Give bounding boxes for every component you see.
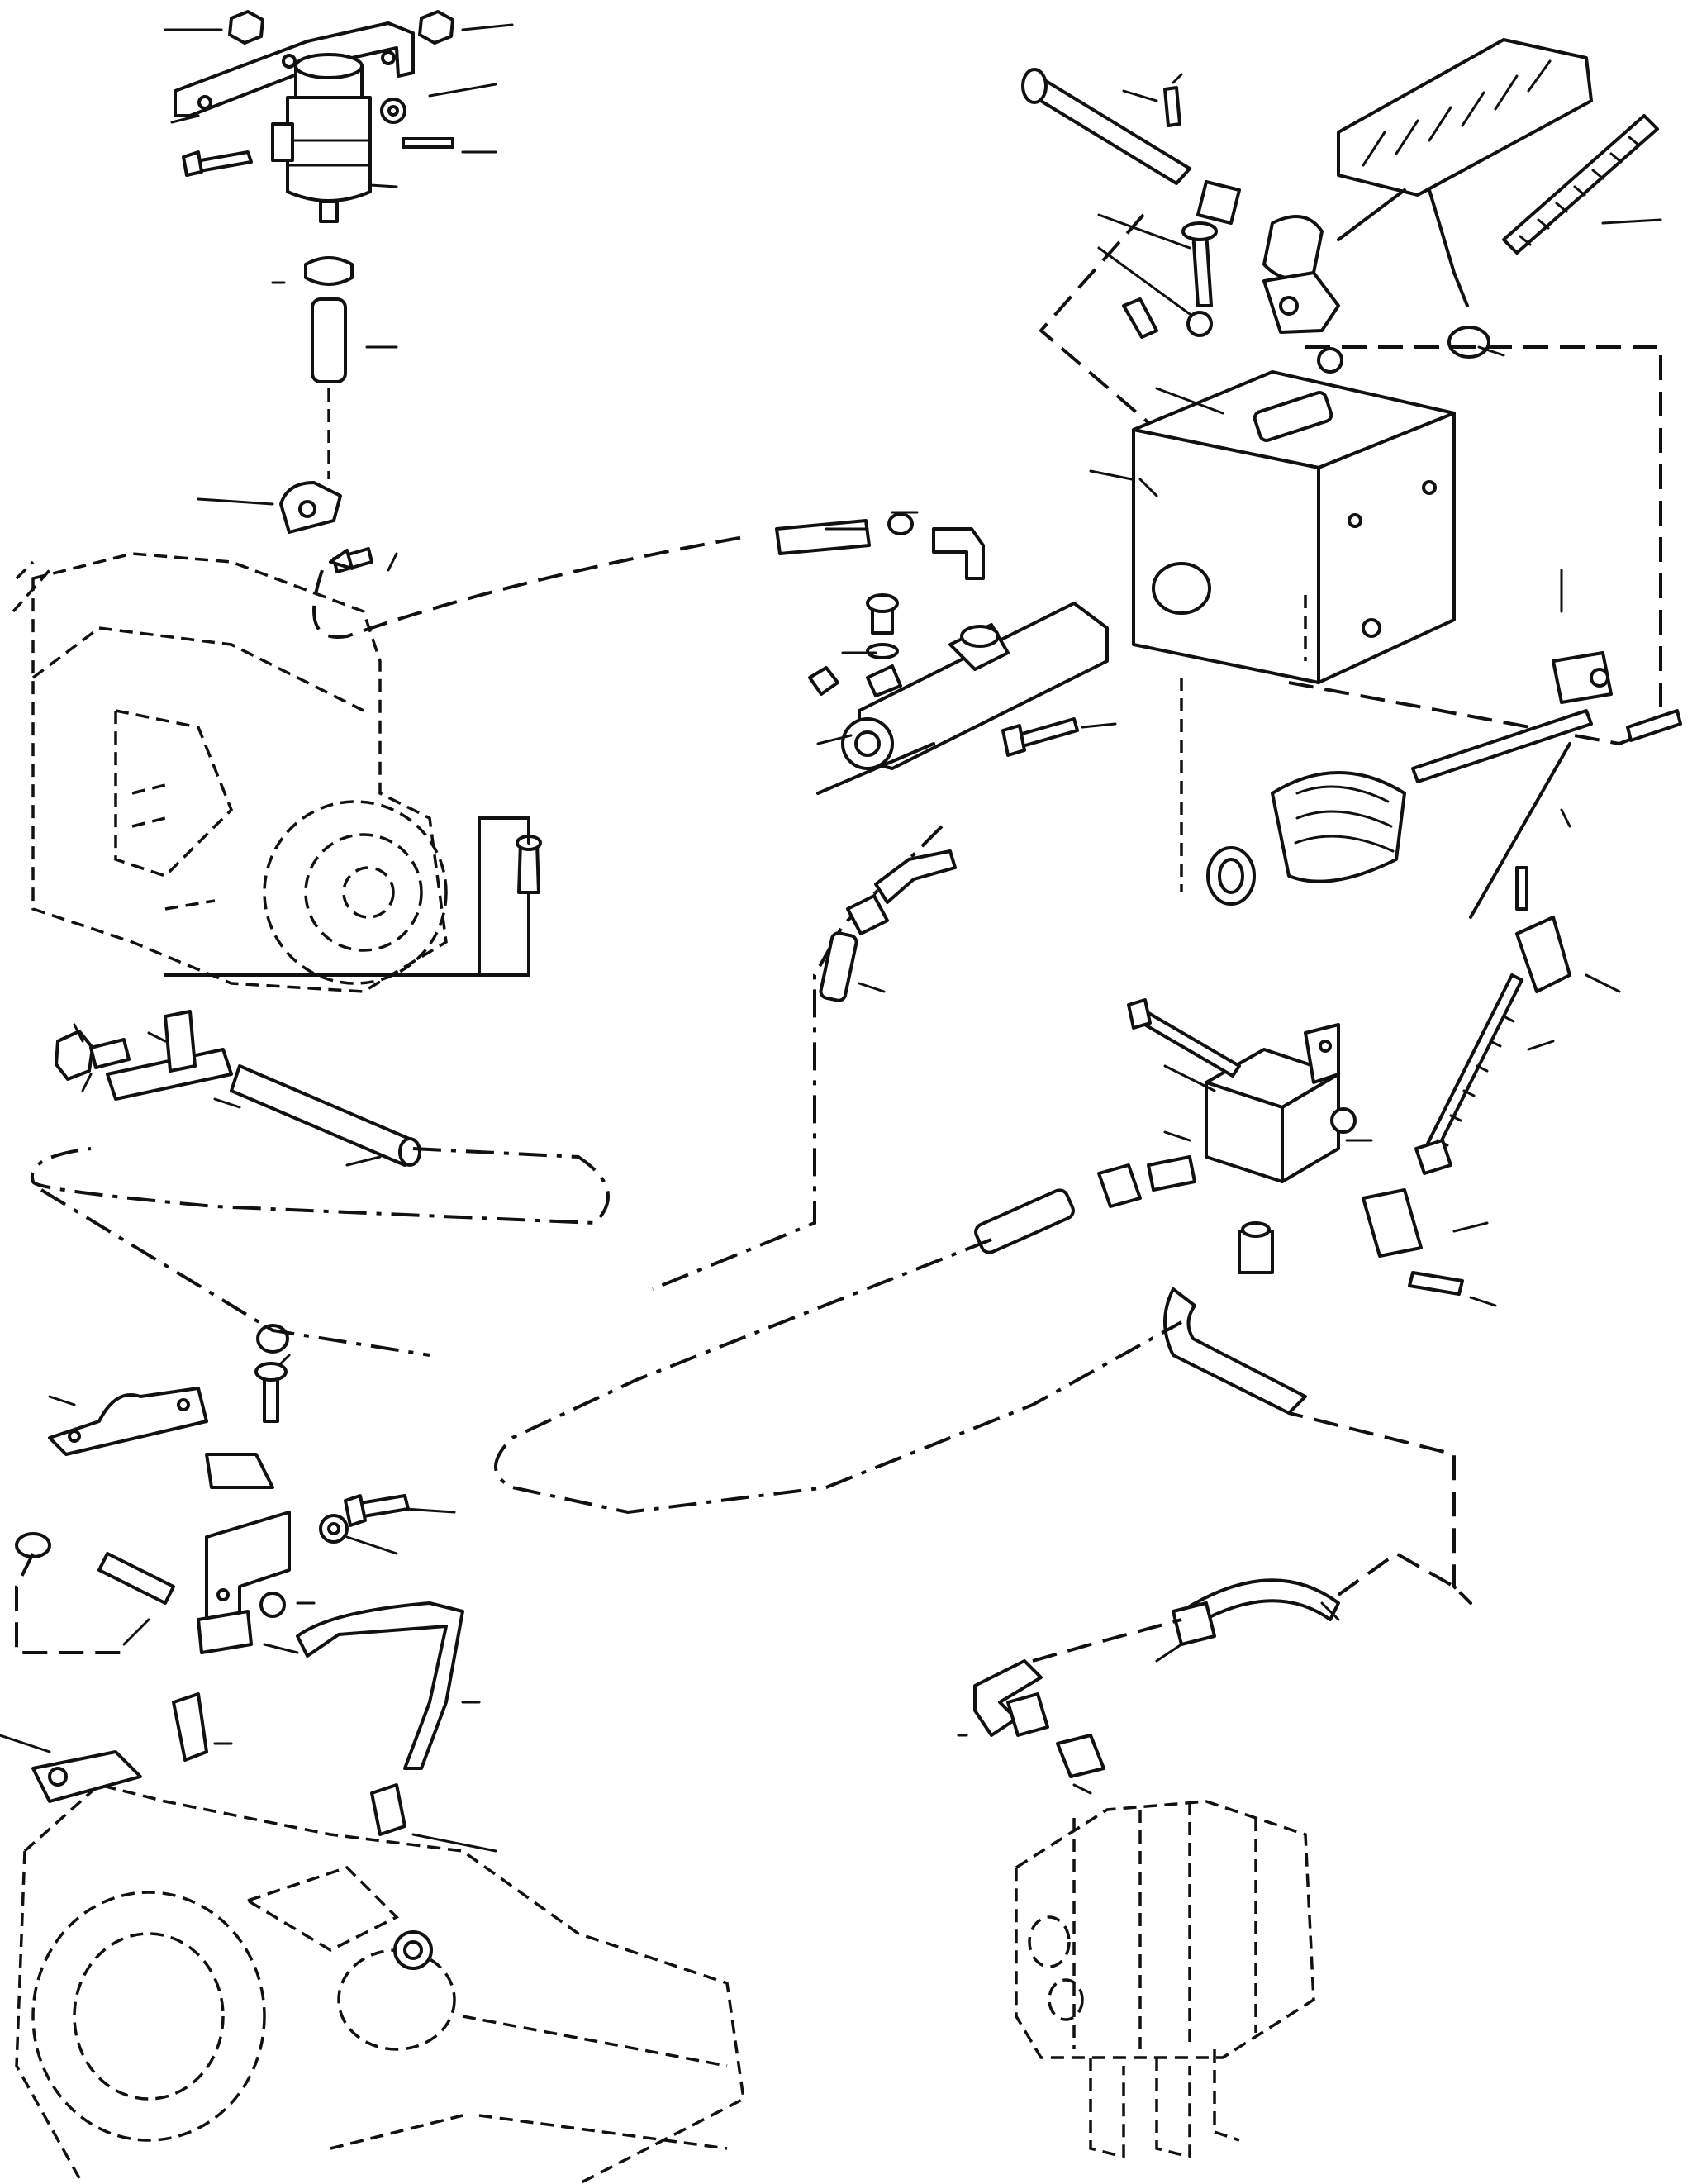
elbow-fitting [932,527,985,580]
bracket-bolt-right [402,137,454,149]
stop-bolt [1122,297,1158,339]
inlet-nut [1097,1163,1142,1208]
hose-clamp-small [887,512,914,535]
pipe-loop [296,1601,464,1770]
pedal-pad [1337,38,1593,197]
control-valve-bank [973,1411,1472,2159]
fitting-union [370,1783,406,1836]
hose-clamp [304,256,354,286]
outlet-tube [819,931,858,1002]
fluid-reservoir [174,10,744,639]
pipe-tee [197,1610,253,1654]
pivot-pin [1163,86,1181,127]
transfer-hose [775,519,871,555]
valve-elbow [973,1659,1043,1737]
adapter-fitting [1056,1734,1105,1778]
callout-leaders [0,23,1662,1853]
brake-hose-right [1163,1287,1307,1415]
valve-supply-line [494,1238,1182,1515]
flex-hose [1180,1578,1340,1630]
reservoir-hose [311,297,347,383]
outlet-nut [846,894,889,935]
valve-nut-hex [1006,1692,1049,1737]
valve-bank-route [1032,1411,1472,1663]
pedal-link-plate [1262,271,1340,334]
transmission-hose [230,1064,415,1167]
sealing-washer [866,643,899,659]
pedal-bracket-outline [1039,213,1662,727]
bracket-box-side [1317,412,1456,684]
nut [228,10,264,45]
switch-wire [478,816,530,977]
yoke-pin [1626,709,1682,742]
inlet-fitting [1147,1155,1196,1192]
bellows-boot [1206,771,1406,906]
push-rod [1411,709,1593,783]
bracket-bore [1152,562,1211,615]
cylinder-outlet-line [652,825,944,1291]
return-spring [1502,114,1659,255]
pivot-bolt [1191,230,1213,307]
brake-pipe [97,1552,175,1605]
valve-nut [1330,1107,1357,1134]
reservoir-body [286,96,372,202]
transmission-housing [12,552,610,1357]
axle-lever [31,1750,142,1803]
brake-valve-block [494,998,1357,1515]
reservoir-strap [271,122,294,162]
bracket-box-front [1132,428,1320,684]
saddle-clamp [48,1387,208,1456]
bleeder-screw [866,664,902,697]
clevis [1515,916,1571,993]
mounting-bolt [1015,717,1079,749]
inlet-tube [974,1188,1075,1254]
fitting-hex [808,666,839,696]
valve-block-side [1281,1073,1340,1183]
cotter-pin [1515,866,1528,911]
housing-outline [31,552,448,993]
pedal-bracket-box [1132,370,1661,892]
axle-bracket-group [15,1324,464,1836]
outlet-elbow [874,849,957,904]
hose-loop-route [30,1147,610,1225]
reservoir-line-route [312,535,744,639]
valve-bank-outline [1015,1800,1315,2059]
linkage-rod [1362,651,1682,1296]
elbow-45 [172,1692,208,1762]
pedal-bushing [1196,180,1241,225]
spring-anchor [1447,326,1490,359]
pedal-arm [1337,188,1469,307]
pedal-hub [1262,215,1324,280]
boot-body [1271,771,1406,883]
brake-pedal [1021,38,1662,727]
adjust-rod [1419,973,1523,1163]
line-clip [279,481,342,534]
bracket-nut [259,1592,286,1618]
lower-clevis [1362,1188,1423,1258]
rear-axle-housing [15,1750,745,2184]
pivot-nut [1186,311,1213,337]
link-nut [1317,347,1343,374]
master-cylinder [652,512,1109,1291]
axle-housing-outline [15,1783,745,2184]
jam-nut [1414,1139,1452,1175]
hose-end-nut [1172,1601,1216,1646]
tee-clamp [205,1453,274,1489]
fitting-nut [55,1030,94,1081]
clevis-pin [1408,1271,1464,1296]
rod-yoke [1552,651,1613,704]
valve-mount-ear [1304,1023,1340,1084]
